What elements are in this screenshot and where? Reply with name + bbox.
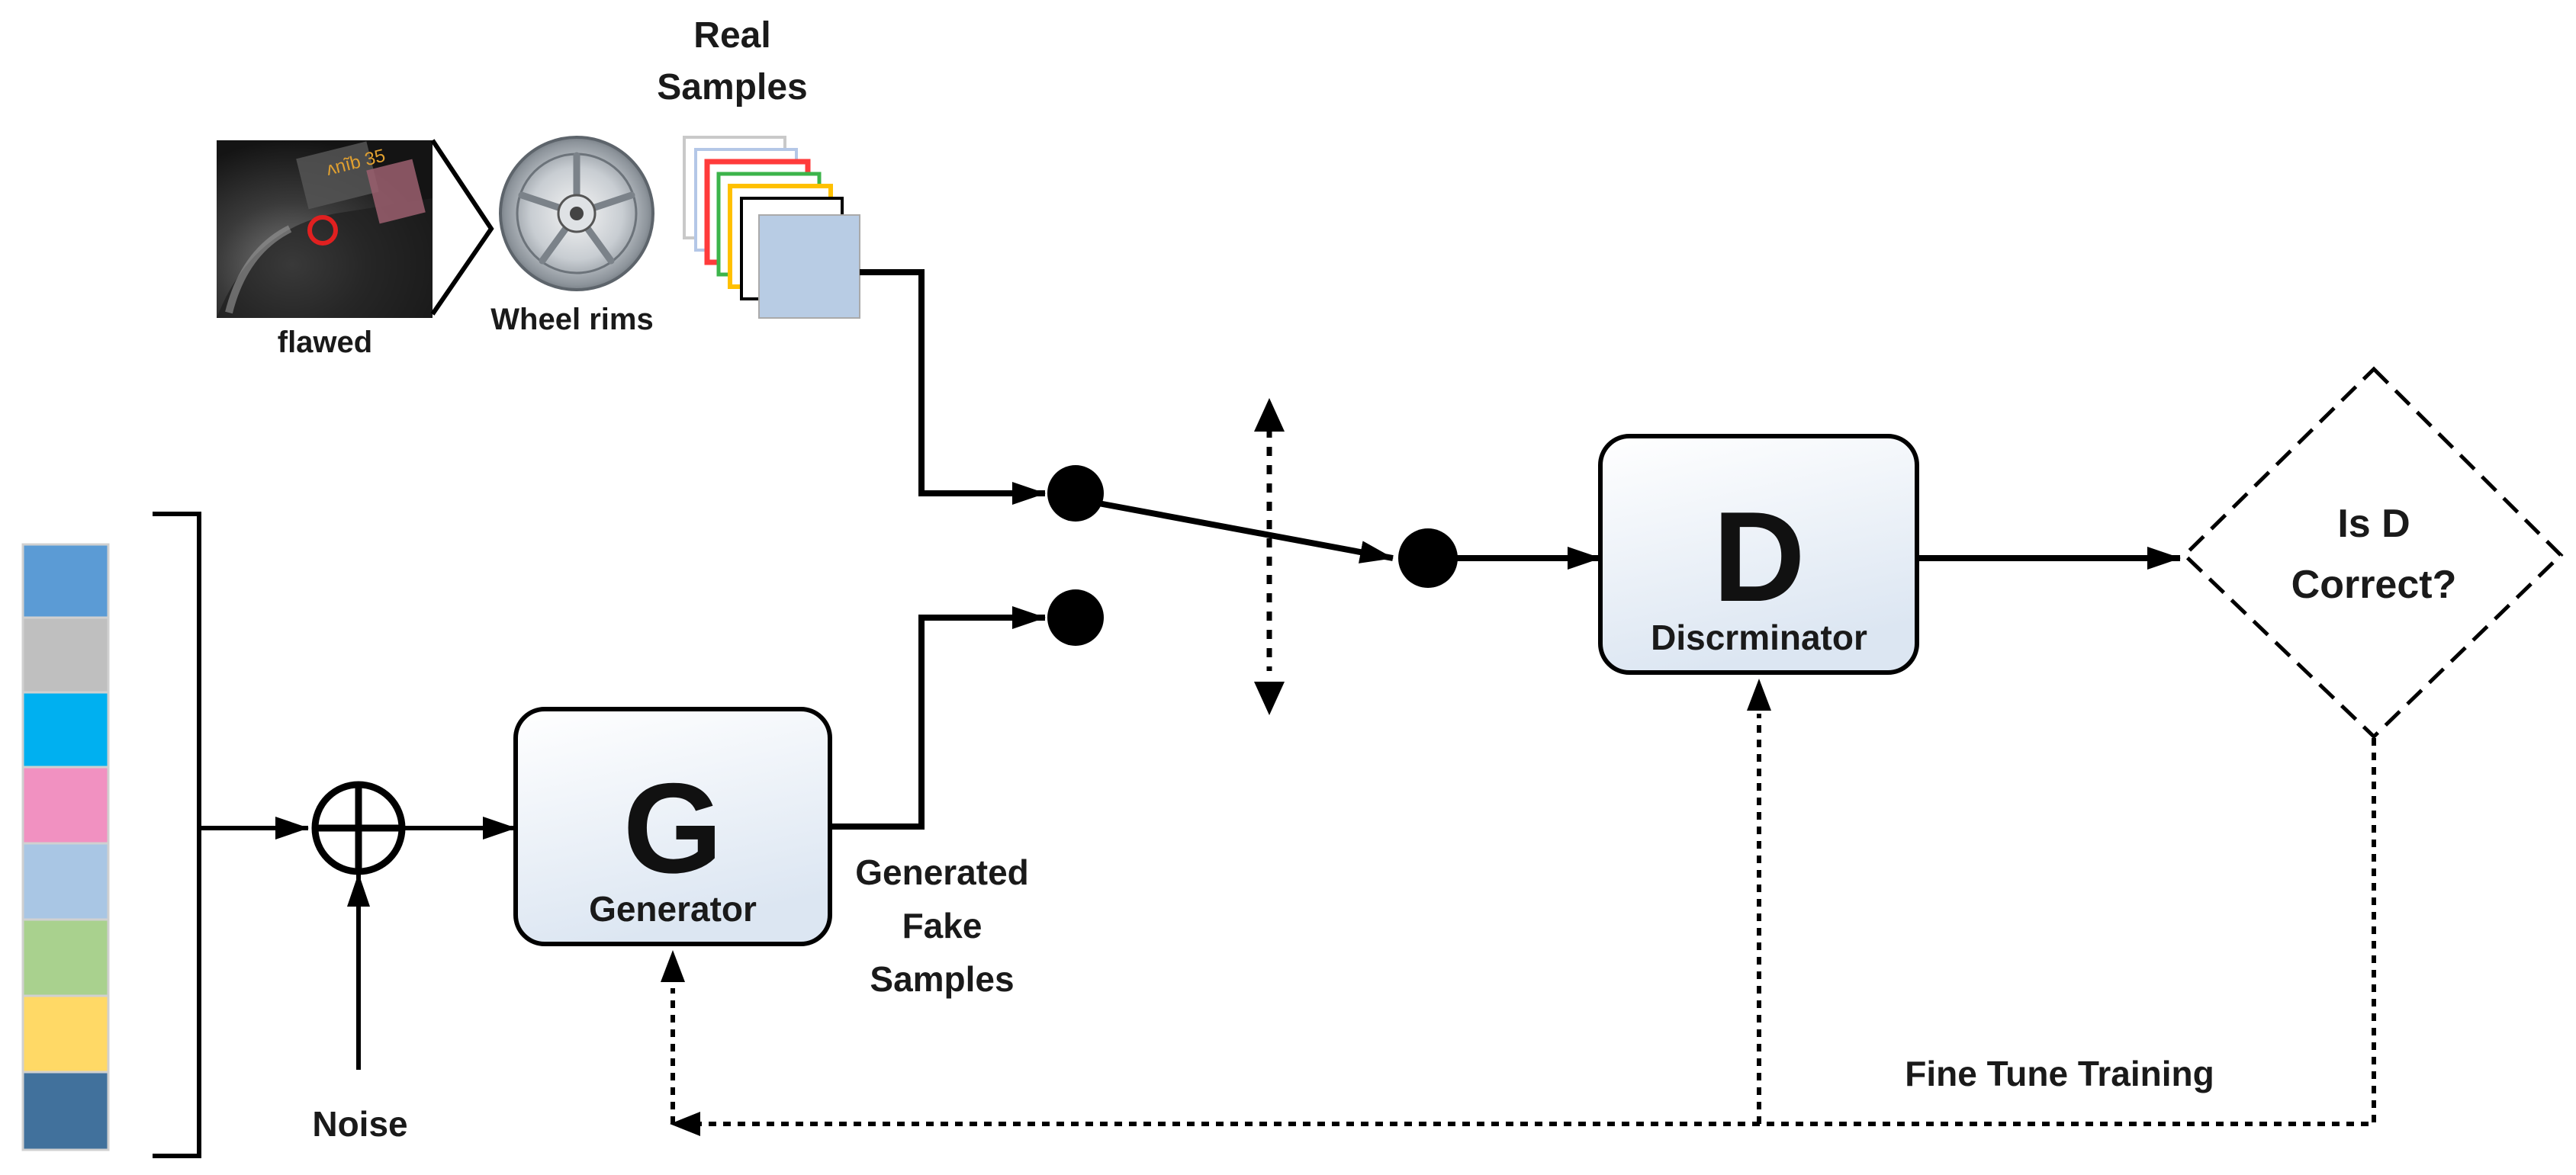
- latent-cell-1: [21, 543, 110, 619]
- feedback-generator-head: [661, 950, 685, 982]
- discriminator-box: D Discrminator: [1598, 434, 1919, 675]
- feedback-discriminator-head: [1747, 679, 1771, 711]
- fake-input-node: [1047, 589, 1104, 646]
- svg-text:Samples: Samples: [657, 67, 807, 108]
- discriminator-letter: D: [1713, 485, 1805, 628]
- generator-box: G Generator: [513, 707, 832, 946]
- switch-arrow-down: [1254, 682, 1285, 715]
- latent-cell-6: [21, 918, 110, 997]
- wheel-rim-icon: [499, 136, 654, 291]
- decision-diamond: Is D Correct?: [2182, 366, 2564, 740]
- noise-label: Noise: [312, 1104, 407, 1144]
- latent-cell-8: [21, 1071, 110, 1151]
- flawed-rim-photo: ʌnĩb 35: [217, 140, 433, 318]
- svg-text:Generated: Generated: [855, 852, 1029, 892]
- svg-text:Samples: Samples: [870, 959, 1014, 999]
- latent-bracket: [153, 512, 201, 1158]
- flawed-label: flawed: [278, 326, 372, 359]
- generator-letter: G: [623, 756, 723, 900]
- real-samples-stack: [683, 136, 860, 319]
- latent-cell-3: [21, 691, 110, 769]
- decision-line1: Is D: [2337, 502, 2410, 546]
- zoom-callout: [430, 139, 494, 316]
- generated-fake-samples-label: Generated Fake Samples: [855, 852, 1029, 999]
- switch-arrow-up: [1254, 398, 1285, 432]
- real-input-node: [1047, 465, 1104, 522]
- arrow-real-to-node: [860, 269, 1046, 505]
- decision-line2: Correct?: [2291, 563, 2457, 607]
- latent-cell-4: [21, 766, 110, 845]
- feedback-loop: [661, 679, 2376, 1136]
- arrow-generator-to-fake-node: [830, 606, 1046, 830]
- feedback-arrow-left-head: [670, 1112, 700, 1136]
- fine-tune-label: Fine Tune Training: [1905, 1054, 2214, 1093]
- discriminator-label: Discrminator: [1651, 618, 1867, 657]
- latent-cell-5: [21, 842, 110, 921]
- circle-plus-icon: [311, 781, 406, 875]
- flaw-marker: [307, 215, 338, 246]
- switch-line: [1098, 500, 1394, 563]
- generator-label: Generator: [589, 889, 757, 929]
- wheel-rims-label: Wheel rims: [490, 303, 653, 336]
- latent-cell-2: [21, 616, 110, 694]
- svg-text:Fake: Fake: [902, 906, 982, 945]
- front-sample-card: [758, 214, 860, 319]
- latent-cell-7: [21, 994, 110, 1074]
- svg-text:Real: Real: [693, 15, 770, 56]
- selected-node: [1398, 528, 1458, 588]
- real-samples-label: Real Samples: [657, 15, 807, 108]
- latent-vector: [21, 543, 110, 1151]
